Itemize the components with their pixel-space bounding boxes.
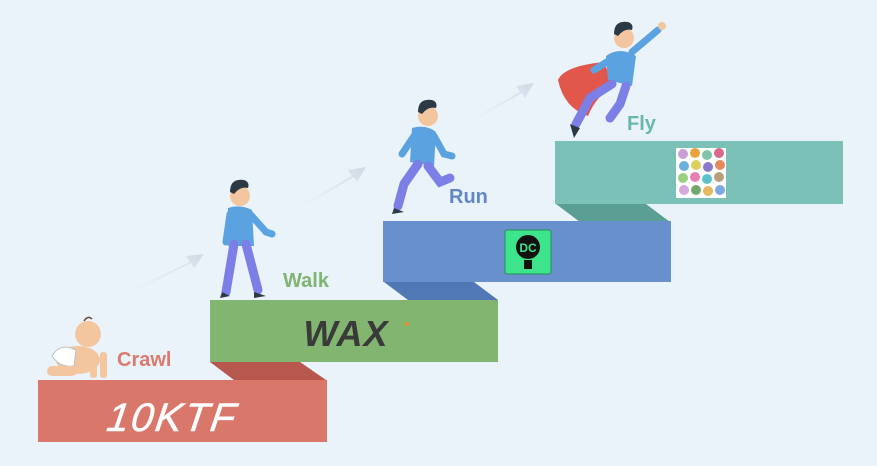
stage-label-run: Run bbox=[449, 186, 488, 208]
stage-label-fly: Fly bbox=[627, 113, 657, 135]
step-walk bbox=[210, 300, 498, 362]
stage-label-walk: Walk bbox=[283, 270, 330, 292]
logo-dc: DC bbox=[504, 229, 552, 275]
wax-trademark-icon bbox=[405, 322, 409, 326]
step-connector-run-fly bbox=[556, 204, 670, 222]
progress-arrow-1 bbox=[118, 254, 204, 299]
stage-label-crawl: Crawl bbox=[117, 349, 171, 371]
step-connector-walk-run bbox=[384, 282, 498, 300]
logo-10ktf: 10KTF bbox=[104, 395, 241, 440]
progress-arrow-2 bbox=[288, 167, 366, 215]
logo-dc-text: DC bbox=[519, 241, 537, 255]
superhero-flying-icon bbox=[558, 21, 666, 138]
polka-dot-nft-icon bbox=[676, 148, 726, 198]
logo-wax: WAX bbox=[303, 313, 389, 354]
step-crawl bbox=[38, 380, 327, 442]
step-connector-crawl-walk bbox=[210, 362, 326, 380]
progress-arrows bbox=[118, 83, 534, 299]
man-walking-icon bbox=[220, 179, 276, 298]
progress-arrow-3 bbox=[458, 83, 534, 129]
man-running-icon bbox=[392, 99, 456, 214]
baby-crawling-icon bbox=[47, 316, 107, 378]
